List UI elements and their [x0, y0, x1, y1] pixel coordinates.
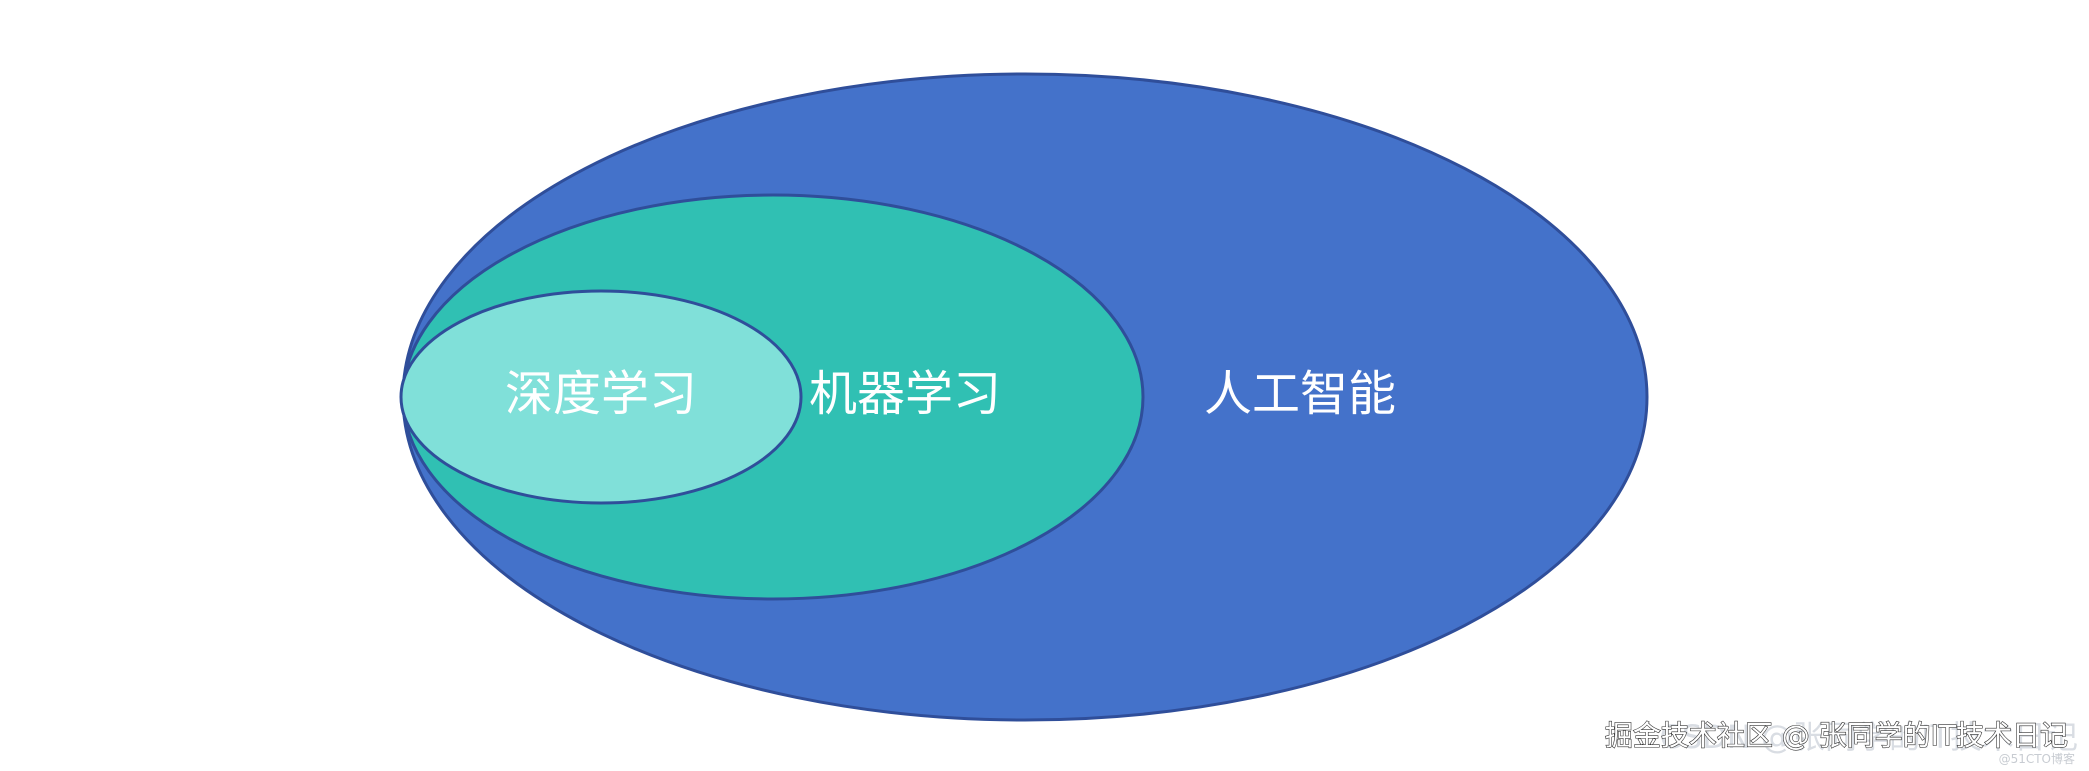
dl-label: 深度学习	[505, 366, 697, 422]
blog-watermark: @51CTO博客	[1999, 751, 2075, 766]
dl-ellipse	[399, 289, 803, 505]
ml-label: 机器学习	[809, 366, 1001, 422]
juejin-watermark: 掘金技术社区 @ 张同学的IT技术日记	[1605, 719, 2068, 752]
csdn-watermark: CSDN @张同学的IT技术日记	[1660, 718, 2078, 756]
ai-label: 人工智能	[1204, 366, 1396, 422]
